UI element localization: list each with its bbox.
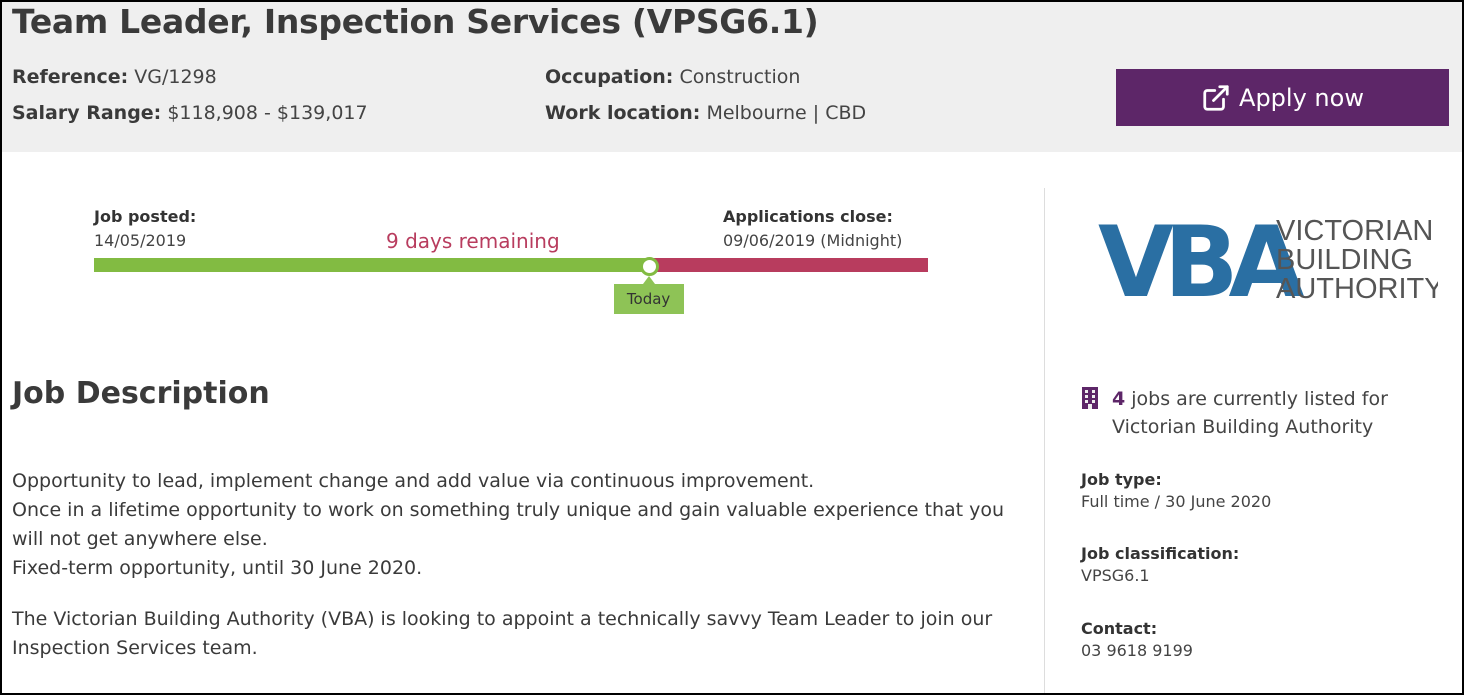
vba-logo-line1: VICTORIAN	[1276, 215, 1433, 247]
location-row: Work location: Melbourne | CBD	[545, 102, 866, 124]
vba-logo-line2: BUILDING	[1276, 244, 1413, 276]
reference-row: Reference: VG/1298	[12, 66, 217, 88]
description-line: Opportunity to lead, implement change an…	[12, 470, 815, 492]
days-remaining: 9 days remaining	[386, 229, 560, 253]
job-description-heading: Job Description	[12, 376, 270, 411]
occupation-label: Occupation:	[545, 66, 674, 88]
location-label: Work location:	[545, 102, 701, 124]
salary-label: Salary Range:	[12, 102, 162, 124]
salary-row: Salary Range: $118,908 - $139,017	[12, 102, 368, 124]
job-title: Team Leader, Inspection Services (VPSG6.…	[12, 2, 819, 41]
timeline-remaining-bar	[648, 258, 928, 272]
applications-close-label: Applications close:	[723, 207, 893, 226]
job-type-label: Job type:	[1081, 470, 1162, 489]
vba-logo: VBA VICTORIAN BUILDING AUTHORITY	[1098, 210, 1438, 306]
vba-logo-letters: VBA	[1098, 210, 1305, 306]
description-paragraph: The Victorian Building Authority (VBA) i…	[12, 608, 993, 659]
job-type-value: Full time / 30 June 2020	[1081, 492, 1272, 511]
today-marker	[639, 257, 659, 276]
external-link-icon	[1203, 84, 1229, 111]
description-line: Once in a lifetime opportunity to work o…	[12, 499, 1005, 550]
job-header: Team Leader, Inspection Services (VPSG6.…	[0, 0, 1464, 152]
reference-value: VG/1298	[134, 66, 217, 88]
contact-label: Contact:	[1081, 619, 1158, 638]
reference-label: Reference:	[12, 66, 129, 88]
vba-logo-line3: AUTHORITY	[1276, 273, 1438, 305]
sidebar-divider	[1044, 188, 1045, 695]
job-classification-value: VPSG6.1	[1081, 566, 1150, 585]
employer-name[interactable]: Victorian Building Authority	[1112, 416, 1374, 438]
today-tag: Today	[613, 276, 684, 314]
job-classification-label: Job classification:	[1081, 544, 1240, 563]
applications-close-date: 09/06/2019 (Midnight)	[723, 231, 903, 250]
jobs-count: 4	[1112, 388, 1126, 410]
location-value: Melbourne | CBD	[706, 102, 867, 124]
apply-now-button[interactable]: Apply now	[1116, 69, 1449, 126]
occupation-row: Occupation: Construction	[545, 66, 800, 88]
job-posted-label: Job posted:	[94, 207, 197, 226]
jobs-listed-text[interactable]: 4 jobs are currently listed for	[1112, 385, 1388, 413]
apply-now-label: Apply now	[1239, 83, 1364, 112]
jobs-listed-label: jobs are currently listed for	[1131, 388, 1388, 410]
description-line: Fixed-term opportunity, until 30 June 20…	[12, 557, 423, 579]
job-posted-date: 14/05/2019	[94, 231, 187, 250]
job-description-intro: Opportunity to lead, implement change an…	[12, 467, 1022, 583]
building-icon	[1082, 387, 1098, 409]
contact-phone[interactable]: 03 9618 9199	[1081, 641, 1193, 660]
timeline-elapsed-bar	[94, 258, 649, 272]
salary-value: $118,908 - $139,017	[167, 102, 368, 124]
occupation-value: Construction	[679, 66, 801, 88]
job-description-body: The Victorian Building Authority (VBA) i…	[12, 605, 1002, 663]
